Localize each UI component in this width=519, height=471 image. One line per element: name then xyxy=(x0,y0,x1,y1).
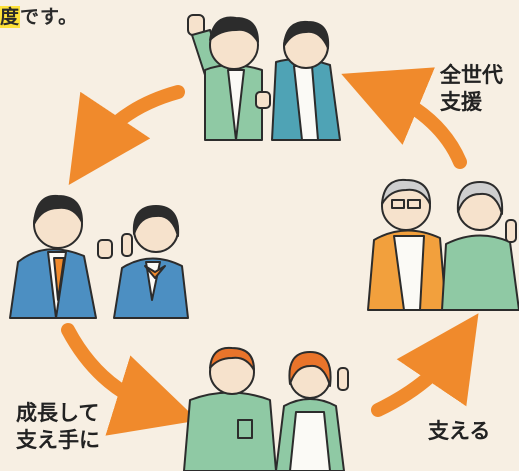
arrow-top-left xyxy=(68,85,185,185)
label-grow-to-support: 成長して 支え手に xyxy=(16,400,100,454)
workers-icon xyxy=(183,346,349,471)
elderly-icon xyxy=(367,178,519,311)
intro-text: 度です。 xyxy=(0,2,78,29)
label-support: 支える xyxy=(428,419,491,443)
label-grow-line1: 成長して xyxy=(16,401,100,425)
intro-text-tail: です。 xyxy=(20,6,79,28)
label-all-generation-support: 全世代 支援 xyxy=(440,62,503,116)
arrow-bottom-right xyxy=(371,313,479,417)
arrow-top-right xyxy=(341,67,467,169)
people-cheering-icon xyxy=(187,14,341,141)
label-all-generation-line2: 支援 xyxy=(440,90,482,114)
label-grow-line2: 支え手に xyxy=(16,428,100,452)
arrow-bottom-left xyxy=(61,323,199,436)
students-icon xyxy=(9,194,189,319)
highlighted-char: 度 xyxy=(0,6,21,28)
label-all-generation-line1: 全世代 xyxy=(440,63,503,87)
